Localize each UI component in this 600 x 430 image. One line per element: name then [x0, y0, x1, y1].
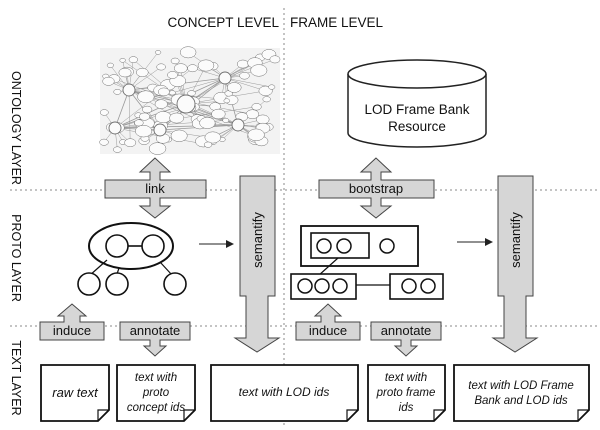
doc-proto-concept-line1: text with	[135, 372, 177, 384]
doc-proto-concept-line2: proto	[142, 387, 170, 399]
doc-frame-bank-line2: Bank and LOD ids	[474, 395, 568, 407]
bootstrap-arrow: bootstrap	[318, 157, 435, 219]
induce-concept-arrow: induce	[39, 303, 105, 341]
frame-bank-label-line1: LOD Frame Bank	[364, 102, 469, 117]
doc-proto-frame-line3: ids	[399, 402, 414, 414]
annotate-concept-label: annotate	[130, 323, 181, 338]
frame-level-header: FRAME LEVEL	[290, 15, 384, 30]
semantify-frame-label: semantify	[508, 212, 523, 268]
semantify-concept-arrow: semantify	[233, 175, 281, 353]
doc-proto-frame-line1: text with	[385, 372, 427, 384]
link-arrow: link	[104, 157, 207, 219]
doc-raw-text-line1: raw text	[52, 385, 99, 400]
ontology-graph-image	[99, 46, 281, 155]
doc-proto-frame-line2: proto frame	[376, 387, 436, 399]
text-layer-label: TEXT LAYER	[9, 340, 23, 415]
doc-frame-bank-line1: text with LOD Frame	[468, 380, 573, 392]
proto-frame-graph	[290, 225, 444, 300]
frame-bank-cylinder: LOD Frame Bank Resource	[347, 59, 487, 148]
annotate-frame-arrow: annotate	[370, 321, 442, 357]
bootstrap-label: bootstrap	[349, 181, 403, 196]
induce-concept-label: induce	[53, 323, 91, 338]
frame-bank-label-line2: Resource	[388, 119, 446, 134]
proto-layer-label: PROTO LAYER	[9, 214, 23, 302]
semantify-concept-label: semantify	[250, 212, 265, 268]
concept-level-header: CONCEPT LEVEL	[167, 15, 279, 30]
doc-proto-concept-line3: concept ids	[127, 402, 185, 414]
annotate-frame-label: annotate	[381, 323, 432, 338]
doc-raw-text: raw text	[40, 364, 110, 422]
ontology-layer-label: ONTOLOGY LAYER	[9, 71, 23, 185]
semantify-frame-arrow: semantify	[491, 175, 539, 353]
doc-lod-ids-line1: text with LOD ids	[239, 385, 330, 399]
doc-frame-bank: text with LOD Frame Bank and LOD ids	[453, 364, 590, 422]
doc-proto-concept: text with proto concept ids	[116, 364, 196, 422]
proto-concept-graph	[77, 222, 187, 296]
induce-frame-label: induce	[309, 323, 347, 338]
annotate-concept-arrow: annotate	[119, 321, 191, 357]
link-label: link	[145, 181, 165, 196]
induce-frame-arrow: induce	[295, 303, 361, 341]
doc-proto-frame: text with proto frame ids	[367, 364, 446, 422]
doc-lod-ids: text with LOD ids	[210, 364, 359, 422]
